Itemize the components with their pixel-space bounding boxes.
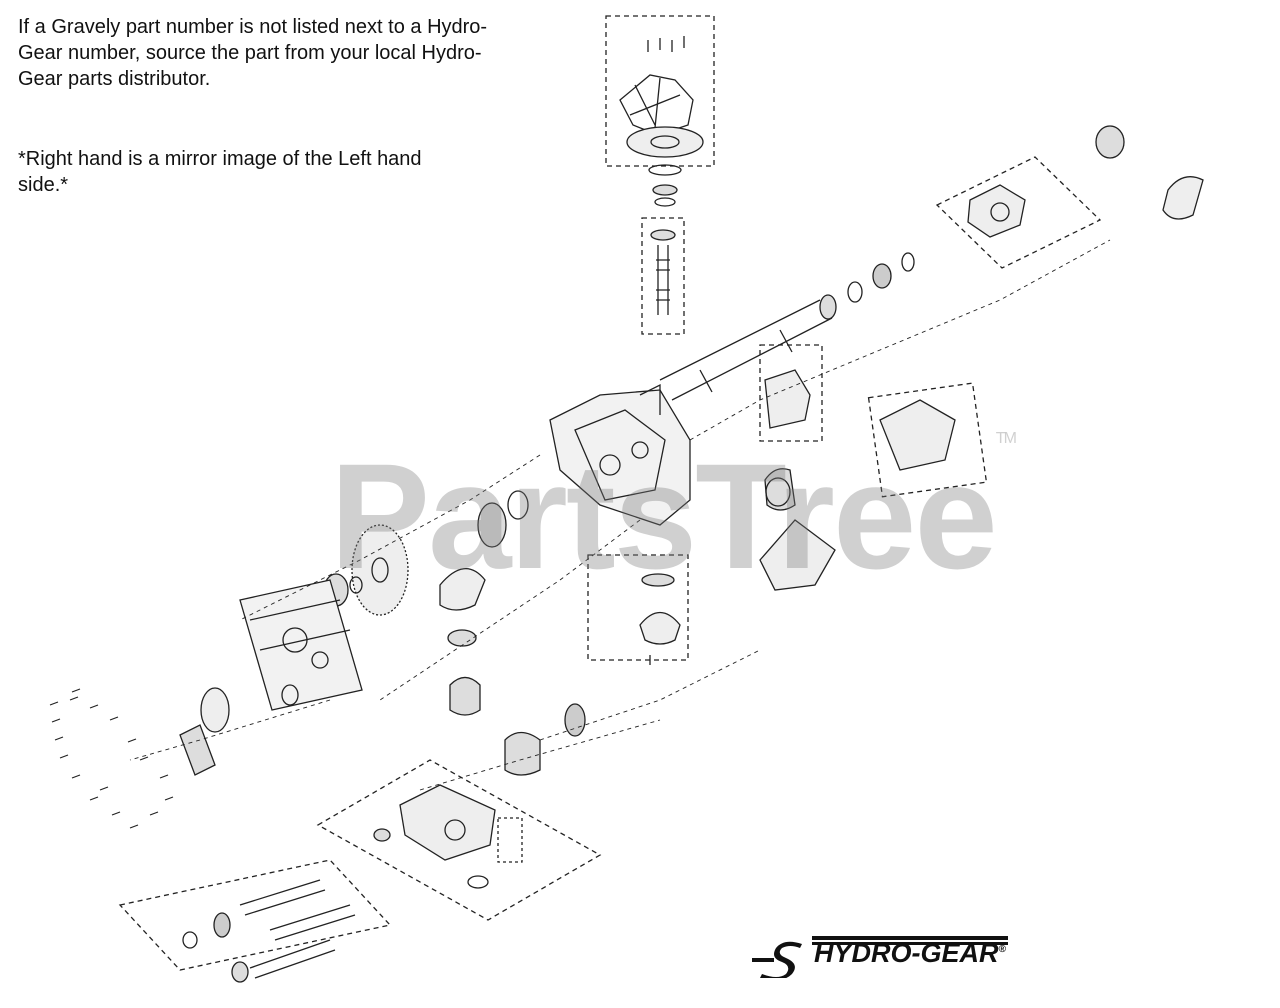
lower-shaft-group (118, 859, 392, 983)
assembly-guide-lines (129, 239, 1111, 791)
axle-shaft (659, 252, 915, 401)
gear-train (323, 490, 586, 776)
hydro-gear-emblem-icon (752, 936, 1008, 981)
left-cover (179, 579, 363, 776)
lower-housing-group (316, 759, 602, 921)
note-gravely-part-number: If a Gravely part number is not listed n… (18, 16, 488, 90)
axle-bracket-group (935, 125, 1204, 269)
side-plate-group (759, 344, 988, 591)
fan-pulley-group (605, 15, 715, 207)
main-housing (549, 383, 691, 526)
brand-name: HYDRO-GEAR (814, 938, 999, 968)
center-pump-group (587, 554, 689, 665)
note-right-hand-mirror: *Right hand is a mirror image of the Lef… (18, 148, 422, 196)
input-shaft-group (641, 217, 685, 335)
hydro-gear-logo: HYDRO-GEAR® (752, 934, 1012, 981)
bolt-set (49, 688, 174, 829)
